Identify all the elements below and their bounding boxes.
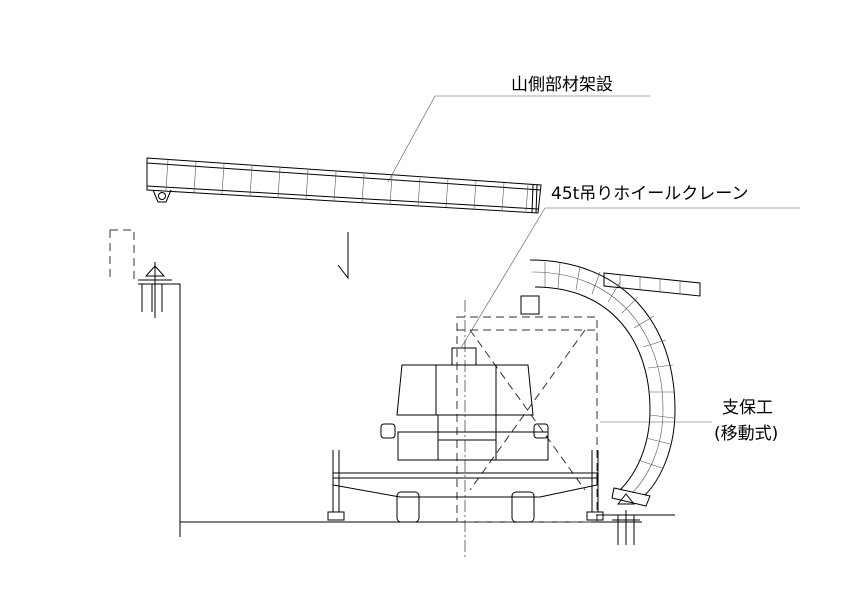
crane-label: 45t吊りホイールクレーン: [551, 184, 749, 204]
member-erection-label: 山側部材架設: [511, 75, 613, 95]
support-label: 支保工: [722, 398, 773, 418]
lift-marker: [337, 232, 349, 280]
wheel-crane: [327, 207, 604, 560]
support-type-label: (移動式): [714, 424, 779, 444]
moving-support: [520, 259, 701, 545]
left-abutment: [109, 229, 642, 537]
lifted-girder: [146, 157, 542, 214]
member-erection-leader: [387, 95, 650, 183]
